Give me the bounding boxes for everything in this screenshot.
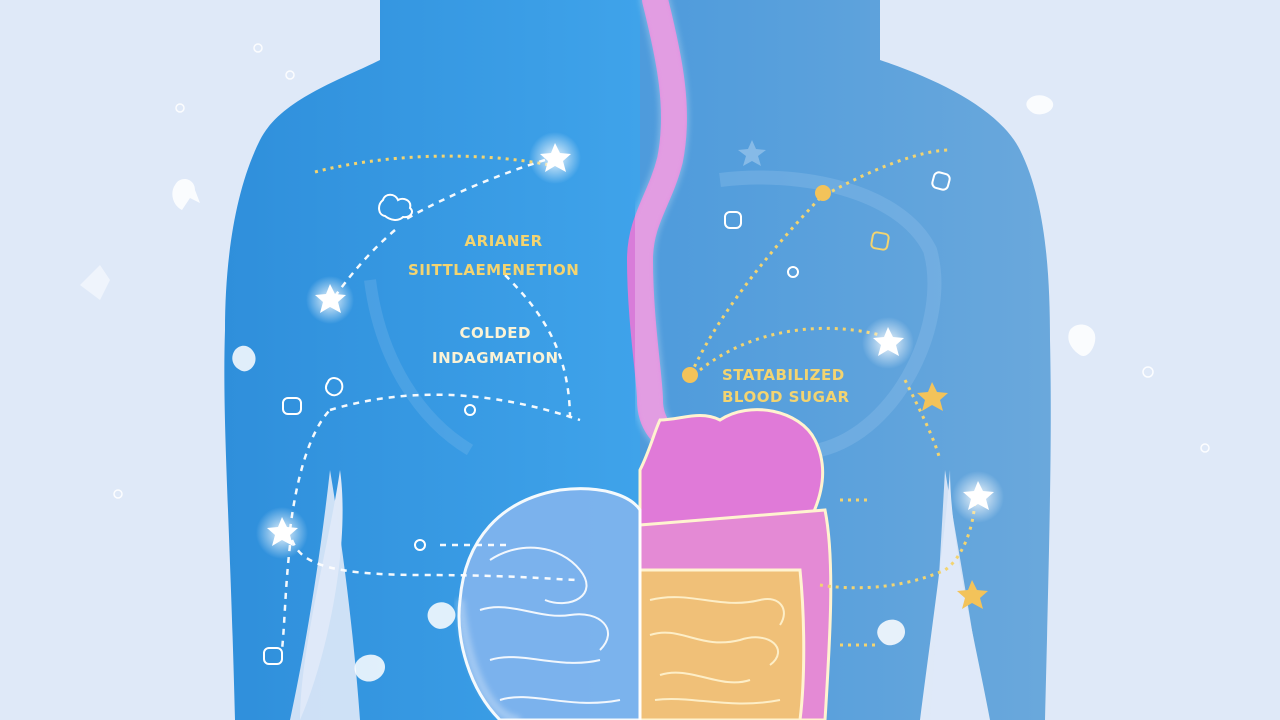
star-icon: [315, 284, 346, 313]
label-mid-left-line2: INDAGMATION: [432, 348, 559, 367]
star-icon: [917, 382, 948, 411]
cup-icon: [282, 397, 302, 415]
star-icon: [267, 517, 298, 546]
node-icon: [815, 185, 831, 201]
leaf-icon: [232, 345, 256, 372]
leaf-icon: [877, 619, 905, 646]
leaf-icon: [1026, 95, 1054, 115]
star-icon: [540, 143, 571, 172]
star-icon: [738, 140, 766, 166]
label-right-line1: STATABILIZED: [722, 366, 845, 384]
leaf-icon: [354, 654, 385, 682]
shape-icon: [324, 377, 344, 397]
leaf-icon: [172, 178, 200, 210]
label-mid-left-line1: COLDED: [459, 324, 531, 342]
stomach: [638, 408, 825, 527]
cup-icon: [263, 647, 283, 665]
leaf-icon: [427, 602, 456, 629]
star-icon: [957, 580, 988, 609]
label-mid-left: COLDED INDAGMATION: [432, 324, 559, 368]
label-top-left: ARIANER SIITTLAEMENETION: [408, 232, 579, 280]
star-icon: [873, 327, 904, 356]
label-top-left-line1: ARIANER: [464, 232, 543, 250]
label-top-left-line2: SIITTLAEMENETION: [408, 260, 580, 279]
cloud-icon: [378, 193, 413, 221]
node-icon: [682, 367, 698, 383]
star-icon: [963, 481, 994, 510]
label-right-line2: BLOOD SUGAR: [722, 387, 850, 406]
small-intestine-right: [638, 568, 806, 720]
label-right: STATABILIZED BLOOD SUGAR: [722, 366, 850, 407]
leaf-icon: [1068, 324, 1096, 356]
